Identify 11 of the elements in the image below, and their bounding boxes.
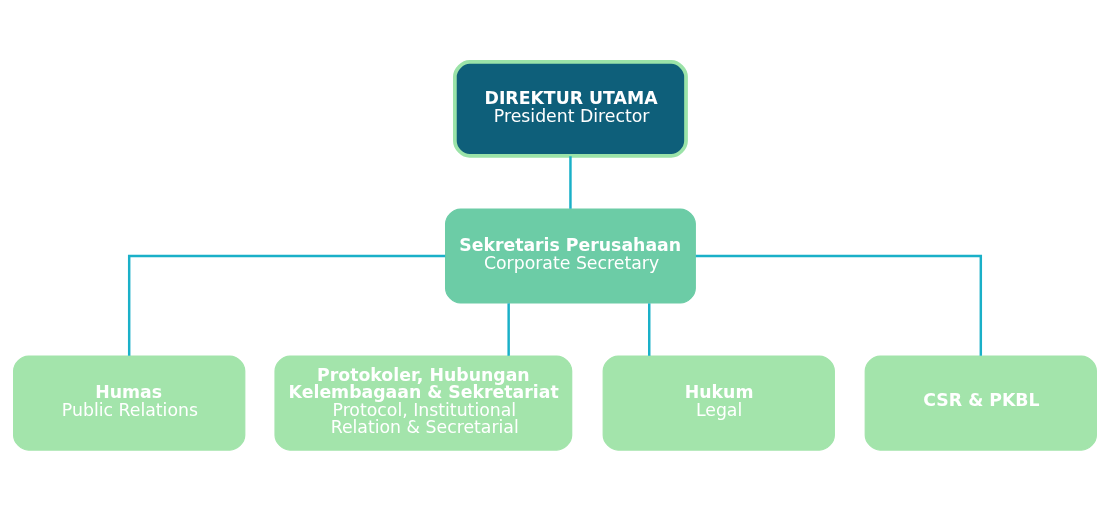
connector — [507, 302, 510, 356]
node-box: DIREKTUR UTAMA President Director — [453, 59, 688, 158]
connector — [695, 254, 983, 356]
node-box: CSR & PKBL — [864, 355, 1097, 451]
node-box: Protokoler, Hubungan Kelembagaan & Sekretariat Protocol, Institutional Relation & Secretarial — [274, 355, 573, 451]
connector — [648, 302, 651, 356]
node-box: Hukum Legal — [602, 355, 835, 451]
node-box: Humas Public Relations — [13, 355, 246, 451]
connector — [569, 155, 572, 209]
node-box: Sekretaris Perusahaan Corporate Secretary — [445, 207, 696, 304]
connector — [127, 254, 446, 356]
